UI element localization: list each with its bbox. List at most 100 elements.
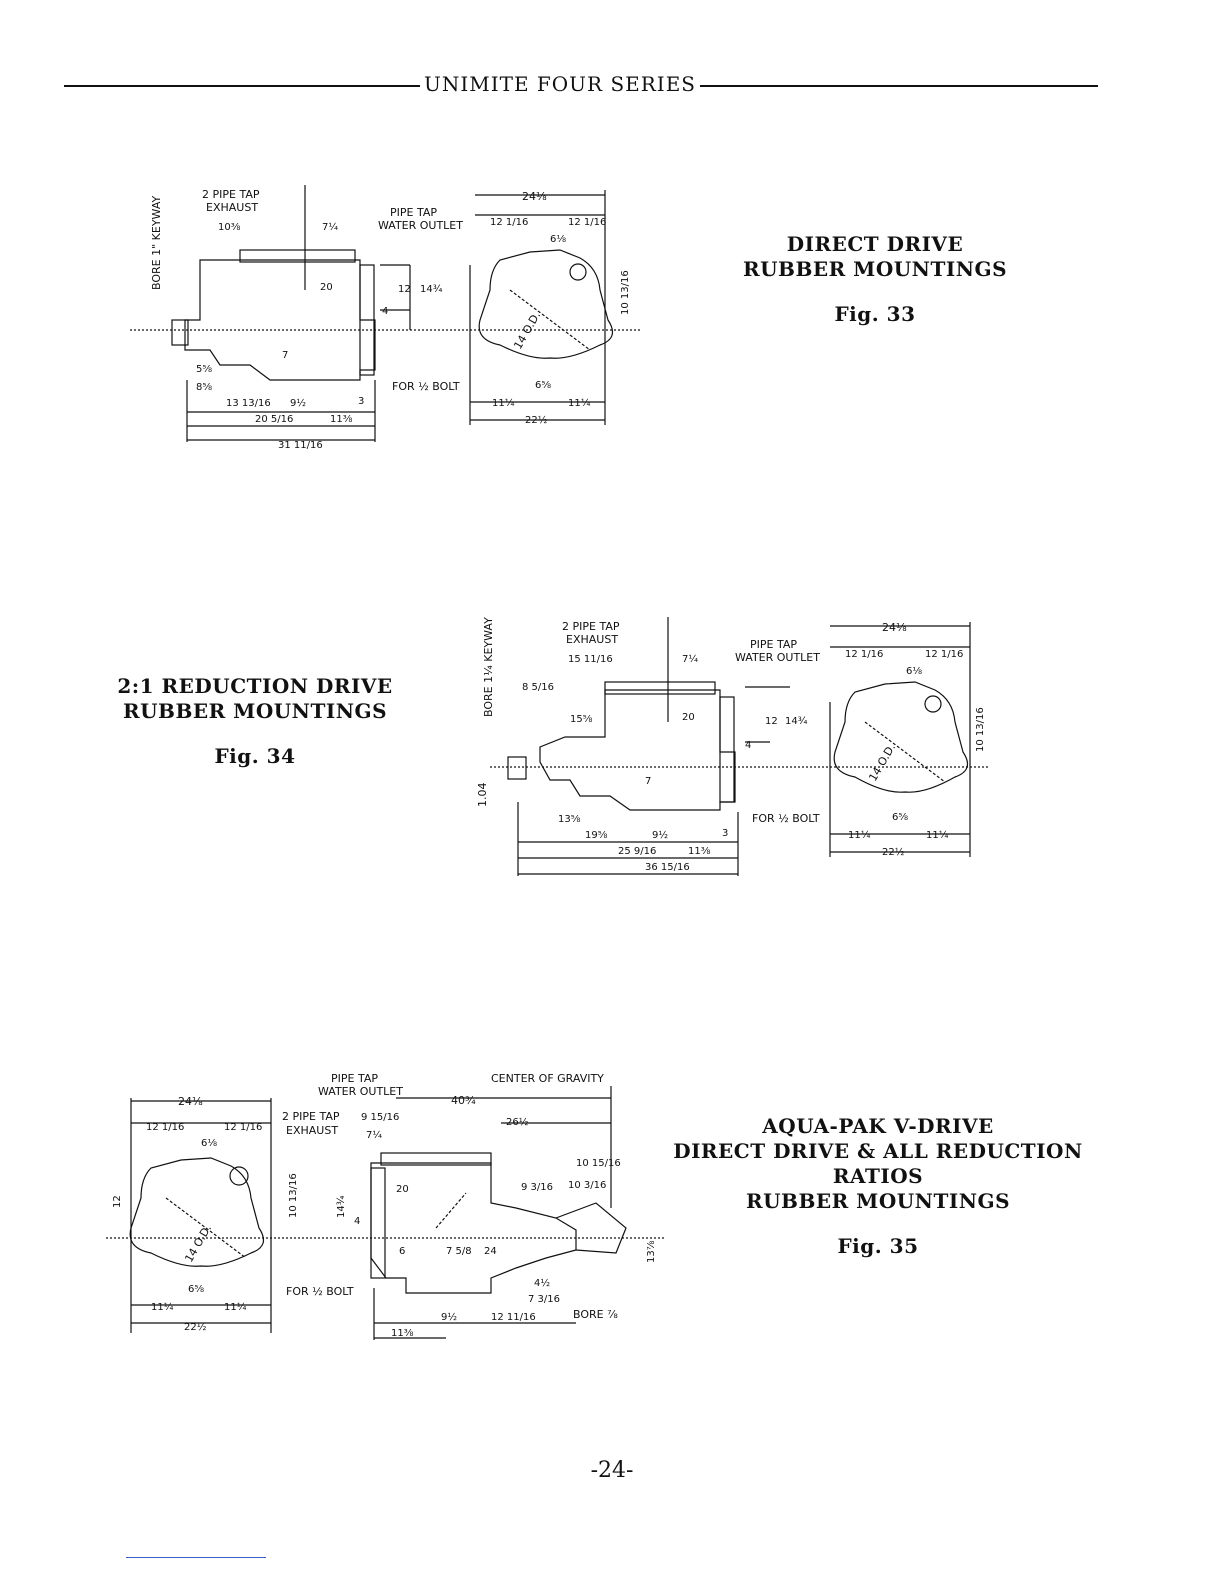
fig35-dim-6-1-8: 6⅛ xyxy=(201,1138,217,1149)
footer-link-underline xyxy=(126,1557,266,1558)
fig34-dim-36-15-16: 36 15/16 xyxy=(645,862,690,873)
fig34-coupling xyxy=(507,756,527,780)
fig35-caption-line2: DIRECT DRIVE & ALL REDUCTION RATIOS xyxy=(673,1139,1083,1188)
fig35-label: Fig. 35 xyxy=(837,1234,919,1258)
fig33-dim-8-5-8: 8⅝ xyxy=(196,382,212,393)
fig33-drawing: 2 PIPE TAP EXHAUST PIPE TAP WATER OUTLET… xyxy=(130,185,640,451)
fig33-dim-6-5-8: 6⅝ xyxy=(535,380,551,391)
fig34-dim-12-1-16-b: 12 1/16 xyxy=(925,649,963,660)
fig33-label-pipe-tap: 2 PIPE TAP xyxy=(202,188,260,201)
page-header: UNIMITE FOUR SERIES xyxy=(64,72,1098,100)
fig34-dim-9-1-2: 9½ xyxy=(652,829,668,841)
fig35-dim-11-3-8: 11⅜ xyxy=(391,1328,414,1339)
fig34-dim-13-5-8: 13⅝ xyxy=(558,814,581,825)
fig34-caption: 2:1 REDUCTION DRIVE RUBBER MOUNTINGS Fig… xyxy=(100,674,410,769)
fig35-label-water-outlet: WATER OUTLET xyxy=(318,1085,403,1098)
fig35-dim-20: 20 xyxy=(396,1184,409,1195)
fig35-manifold xyxy=(380,1152,492,1166)
fig35-engine-block xyxy=(370,1162,577,1294)
fig33-dim-11-1-4-b: 11¼ xyxy=(568,397,591,409)
fig34-label-od: 14 O.D. xyxy=(866,741,898,783)
fig34-flywheel-housing xyxy=(719,696,735,803)
fig35-dim-9-15-16: 9 15/16 xyxy=(361,1112,399,1123)
fig34-dim-20: 20 xyxy=(682,712,695,723)
fig33-dim-11-1-4-a: 11¼ xyxy=(492,397,515,409)
fig35-caption-line1: AQUA-PAK V-DRIVE xyxy=(762,1114,994,1138)
fig34-caption-line1: 2:1 REDUCTION DRIVE xyxy=(117,674,393,698)
fig35-dim-9-1-2: 9½ xyxy=(441,1311,457,1323)
fig34-dim-15-5-8: 15⅝ xyxy=(570,714,593,725)
fig35-dim-10-13-16: 10 13/16 xyxy=(288,1173,299,1218)
fig33-dim-20-5-16: 20 5/16 xyxy=(255,414,293,425)
fig34-engine-block xyxy=(539,689,736,811)
fig34-label-bore-keyway: BORE 1¼ KEYWAY xyxy=(482,617,495,717)
header-rule-right xyxy=(700,85,1098,87)
fig33-dim-11-3-8: 11⅜ xyxy=(330,414,353,425)
fig35-dim-12: 12 xyxy=(112,1195,123,1208)
fig33-label-bore-keyway: BORE 1" KEYWAY xyxy=(150,196,163,290)
fig35-label-half-pipe-tap: PIPE TAP xyxy=(331,1072,378,1085)
fig35-label-pipe-tap-exhaust: 2 PIPE TAP xyxy=(282,1110,340,1123)
fig35-dim-6: 6 xyxy=(399,1246,405,1257)
fig35-dim-7-3-16: 7 3/16 xyxy=(528,1294,560,1305)
fig35-dim-40-3-4: 40¾ xyxy=(451,1094,476,1107)
fig34-dim-3: 3 xyxy=(722,828,728,839)
fig33-end-view xyxy=(478,249,614,359)
fig35-label-od: 14 O.D. xyxy=(182,1222,214,1264)
fig34-dim-6-1-8: 6⅛ xyxy=(906,666,922,677)
fig35-dim-14-3-4: 14¾ xyxy=(336,1195,347,1218)
fig35-drawing: PIPE TAP WATER OUTLET CENTER OF GRAVITY … xyxy=(106,1072,666,1340)
fig35-label-exhaust: EXHAUST xyxy=(286,1124,338,1137)
fig33-label-half-pipe-tap: PIPE TAP xyxy=(390,206,437,219)
fig33-dim-14-3-4: 14¾ xyxy=(420,284,443,295)
fig35-dim-4-1-2: 4½ xyxy=(534,1277,550,1289)
fig33-dim-12-1-16-a: 12 1/16 xyxy=(490,217,528,228)
fig34-label-water-outlet: WATER OUTLET xyxy=(735,651,820,664)
fig33-pulley xyxy=(569,263,587,281)
fig33-dim-10-3-8: 10⅜ xyxy=(218,222,241,233)
fig34-caption-line2: RUBBER MOUNTINGS xyxy=(122,699,388,723)
fig35-dim-9-3-16: 9 3/16 xyxy=(521,1182,553,1193)
fig35-dim-24: 24 xyxy=(484,1246,497,1257)
fig33-caption: DIRECT DRIVE RUBBER MOUNTINGS Fig. 33 xyxy=(740,232,1010,327)
fig35-caption: AQUA-PAK V-DRIVE DIRECT DRIVE & ALL REDU… xyxy=(628,1114,1128,1259)
fig35-dim-13-7-8: 13⅞ xyxy=(646,1240,657,1263)
fig34-manifold xyxy=(604,681,716,695)
fig34-dim-7: 7 xyxy=(645,776,651,787)
fig33-coupling xyxy=(171,319,189,346)
fig33-dim-24-1-8: 24⅛ xyxy=(522,190,547,203)
fig34-label-for-bolt: FOR ½ BOLT xyxy=(752,812,820,825)
fig33-dim-5-5-8: 5⅝ xyxy=(196,364,212,375)
fig35-label-for-bolt: FOR ½ BOLT xyxy=(286,1285,354,1298)
fig33-engine-block xyxy=(184,259,376,381)
fig34-label-104: 1.04 xyxy=(476,783,489,808)
fig33-dim-7-1-4: 7¼ xyxy=(322,221,338,233)
fig35-dim-6-5-8: 6⅝ xyxy=(188,1284,204,1295)
fig35-dim-12-11-16: 12 11/16 xyxy=(491,1312,536,1323)
fig34-label-exhaust: EXHAUST xyxy=(566,633,618,646)
fig34-dim-10-13-16: 10 13/16 xyxy=(975,707,986,752)
fig34-dim-19-5-8: 19⅝ xyxy=(585,830,608,841)
fig35-dim-24-1-8: 24⅛ xyxy=(178,1095,203,1108)
fig33-label-exhaust: EXHAUST xyxy=(206,201,258,214)
fig34-end-view xyxy=(833,681,969,793)
fig33-dim-3: 3 xyxy=(358,396,364,407)
fig35-dim-26-1-2: 26½ xyxy=(506,1116,529,1128)
fig34-drawing: 2 PIPE TAP EXHAUST PIPE TAP WATER OUTLET… xyxy=(476,617,990,876)
fig33-dim-4: 4 xyxy=(382,306,388,317)
fig34-dim-24-1-8: 24⅛ xyxy=(882,621,907,634)
fig33-dim-20: 20 xyxy=(320,282,333,293)
fig33-dim-12-1-16-b: 12 1/16 xyxy=(568,217,606,228)
fig33-dim-6-1-8: 6⅛ xyxy=(550,234,566,245)
fig35-label-center-of-gravity: CENTER OF GRAVITY xyxy=(491,1072,604,1085)
fig35-caption-line3: RUBBER MOUNTINGS xyxy=(745,1189,1011,1213)
page-number: -24- xyxy=(590,1458,634,1483)
fig34-dim-11-3-8: 11⅜ xyxy=(688,846,711,857)
fig35-label-bore: BORE ⅞ xyxy=(573,1308,618,1321)
fig35-dim-7-5-8: 7 5/8 xyxy=(446,1246,472,1257)
fig33-dim-9-1-2: 9½ xyxy=(290,397,306,409)
fig33-label: Fig. 33 xyxy=(834,302,916,326)
fig33-label-water-outlet: WATER OUTLET xyxy=(378,219,463,232)
fig34-dim-8-5-16: 8 5/16 xyxy=(522,682,554,693)
fig34-dim-14-3-4: 14¾ xyxy=(785,716,808,727)
